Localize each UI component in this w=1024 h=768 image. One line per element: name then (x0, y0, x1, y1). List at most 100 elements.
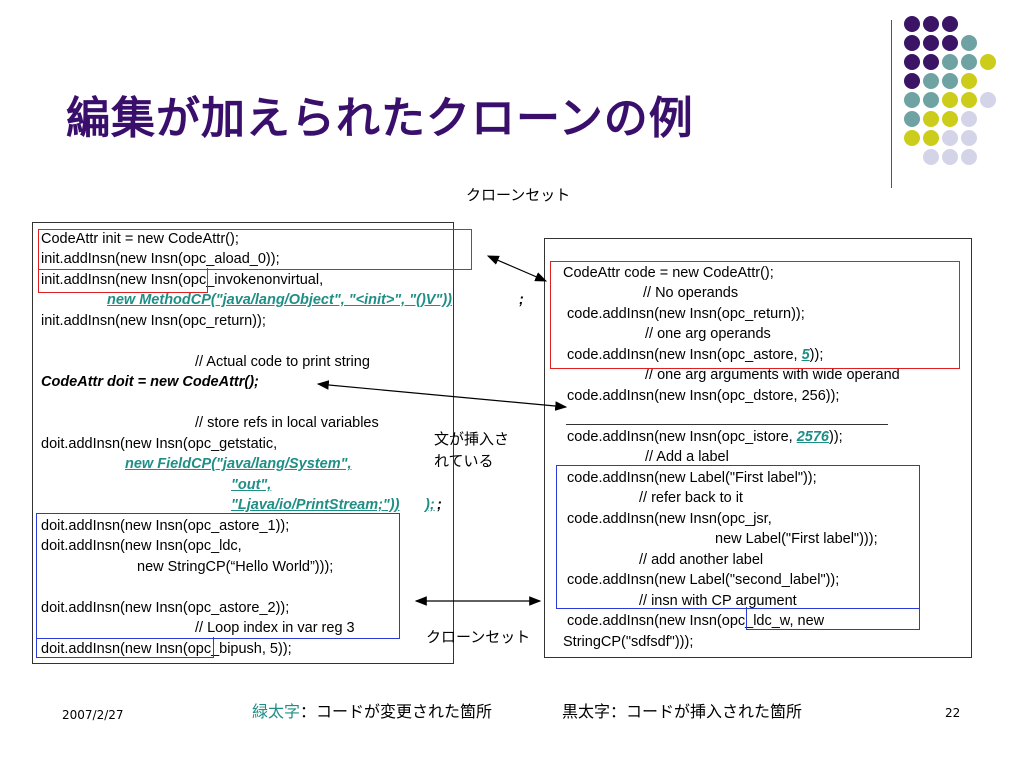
legend-green-label: 緑太字 (252, 702, 301, 721)
clone-set-label-bottom: クローンセット (426, 628, 531, 646)
decorative-dot (923, 16, 939, 32)
left-code-panel: CodeAttr init = new CodeAttr(); init.add… (32, 222, 524, 664)
code-line: init.addInsn(new Insn(opc_aload_0)); (41, 251, 280, 267)
decorative-dot (942, 111, 958, 127)
code-comment: // add another label (639, 552, 764, 568)
arrow-clone-red (486, 255, 548, 282)
decorative-dot (942, 92, 958, 108)
code-line: doit.addInsn(new Insn(opc_astore_2)); (41, 600, 290, 616)
decorative-dot (961, 130, 977, 146)
footer-page-number: 22 (945, 706, 961, 720)
code-line: StringCP("sdfsdf"))); (563, 634, 694, 650)
decorative-dot (904, 130, 920, 146)
decorative-dot (961, 73, 977, 89)
clone-box-left-red-2 (38, 268, 208, 293)
code-line-inserted: CodeAttr doit = new CodeAttr(); (41, 374, 259, 390)
decorative-dot (961, 111, 977, 127)
page-title: 編集が加えられたクローンの例 (66, 93, 694, 144)
code-line-astore: code.addInsn(new Insn(opc_astore, 5)); (567, 347, 824, 363)
code-line: CodeAttr init = new CodeAttr(); (41, 231, 239, 247)
decorative-dot (942, 35, 958, 51)
code-line-changed: ); (425, 497, 435, 513)
code-line: code.addInsn(new Insn(opc_return)); (567, 306, 805, 322)
divider-line (891, 20, 892, 188)
decorative-dot (904, 16, 920, 32)
clone-box-right-blue (556, 465, 920, 609)
right-code-panel: CodeAttr code = new CodeAttr(); // No op… (544, 238, 972, 658)
code-comment: // refer back to it (639, 490, 743, 506)
clone-box-left-blue (36, 513, 400, 639)
code-line: code.addInsn(new Insn(opc_ldc_w, new (567, 613, 825, 629)
decorative-dot (942, 149, 958, 165)
code-line: new StringCP(“Hello World”))); (137, 559, 334, 575)
code-line: code.addInsn(new Insn(opc_jsr, (567, 511, 772, 527)
decorative-dot (923, 149, 939, 165)
code-line: doit.addInsn(new Insn(opc_getstatic, (41, 436, 278, 452)
code-comment: // one arg arguments with wide operand (645, 367, 900, 383)
arrow-doit-code (316, 380, 568, 411)
code-line: doit.addInsn(new Insn(opc_bipush, 5)); (41, 641, 292, 657)
code-line: doit.addInsn(new Insn(opc_ldc, (41, 538, 242, 554)
code-comment: // Actual code to print string (195, 354, 370, 370)
decorative-dot (942, 73, 958, 89)
decorative-dot (904, 35, 920, 51)
code-line: code.addInsn(new Label("second_label")); (567, 572, 840, 588)
code-line-inserted: ; (437, 497, 442, 513)
code-line: code.addInsn(new Insn(opc_dstore, 256)); (567, 388, 840, 404)
decorative-dot (904, 54, 920, 70)
code-line-changed: "out", (231, 477, 272, 493)
decorative-dot (923, 54, 939, 70)
decorative-dot (942, 130, 958, 146)
clone-box-right-blue-2 (746, 607, 920, 630)
legend-green-desc: ：コードが変更された箇所 (300, 702, 493, 721)
clone-set-label-top: クローンセット (466, 186, 571, 204)
decorative-dot (923, 111, 939, 127)
decorative-dot (942, 16, 958, 32)
code-line: init.addInsn(new Insn(opc_return)); (41, 313, 266, 329)
code-line: CodeAttr code = new CodeAttr(); (563, 265, 774, 281)
decorative-dot (961, 54, 977, 70)
clone-box-left-blue-2 (36, 637, 214, 658)
code-line-inserted: ; (519, 292, 524, 308)
decorative-dot (923, 92, 939, 108)
decorative-dot (980, 54, 996, 70)
footer-date: 2007/2/27 (62, 708, 124, 722)
inserted-label-line2: れている (434, 452, 494, 470)
code-comment: // store refs in local variables (195, 415, 379, 431)
legend-inserted: 黒太字：コードが挿入された箇所 (562, 698, 802, 722)
decorative-dot (904, 73, 920, 89)
decorative-dot (904, 92, 920, 108)
code-comment: // insn with CP argument (639, 593, 797, 609)
code-line-istore: code.addInsn(new Insn(opc_istore, 2576))… (567, 429, 843, 445)
decorative-dot (923, 73, 939, 89)
decorative-dot (923, 130, 939, 146)
clone-box-right-red (550, 261, 960, 369)
code-line-changed: new MethodCP("java/lang/Object", "<init>… (107, 292, 452, 308)
inserted-label-line1: 文が挿入さ (434, 430, 510, 448)
inserted-line-marker (566, 424, 888, 425)
code-comment: // Add a label (645, 449, 729, 465)
changed-value: 5 (801, 347, 810, 363)
inserted-label: 文が挿入さ れている (434, 428, 509, 472)
decorative-dot (961, 149, 977, 165)
decorative-dot (961, 35, 977, 51)
legend-black-desc: ：コードが挿入された箇所 (610, 702, 803, 721)
decorative-dot (904, 111, 920, 127)
code-comment: // Loop index in var reg 3 (195, 620, 355, 636)
code-comment: // one arg operands (645, 326, 771, 342)
decorative-dot-grid (900, 16, 1020, 166)
code-comment: // No operands (643, 285, 739, 301)
decorative-dot (923, 35, 939, 51)
code-line: new Label("First label"))); (715, 531, 878, 547)
decorative-dot (942, 54, 958, 70)
legend-changed: 緑太字：コードが変更された箇所 (252, 698, 492, 722)
code-line-changed: "Ljava/io/PrintStream;")) (231, 497, 400, 513)
legend-black-label: 黒太字 (562, 702, 611, 721)
decorative-dot (961, 92, 977, 108)
decorative-dot (980, 92, 996, 108)
code-line: code.addInsn(new Label("First label")); (567, 470, 817, 486)
clone-box-left-red (38, 229, 472, 270)
code-line-changed: new FieldCP("java/lang/System", (125, 456, 352, 472)
code-line: doit.addInsn(new Insn(opc_astore_1)); (41, 518, 290, 534)
